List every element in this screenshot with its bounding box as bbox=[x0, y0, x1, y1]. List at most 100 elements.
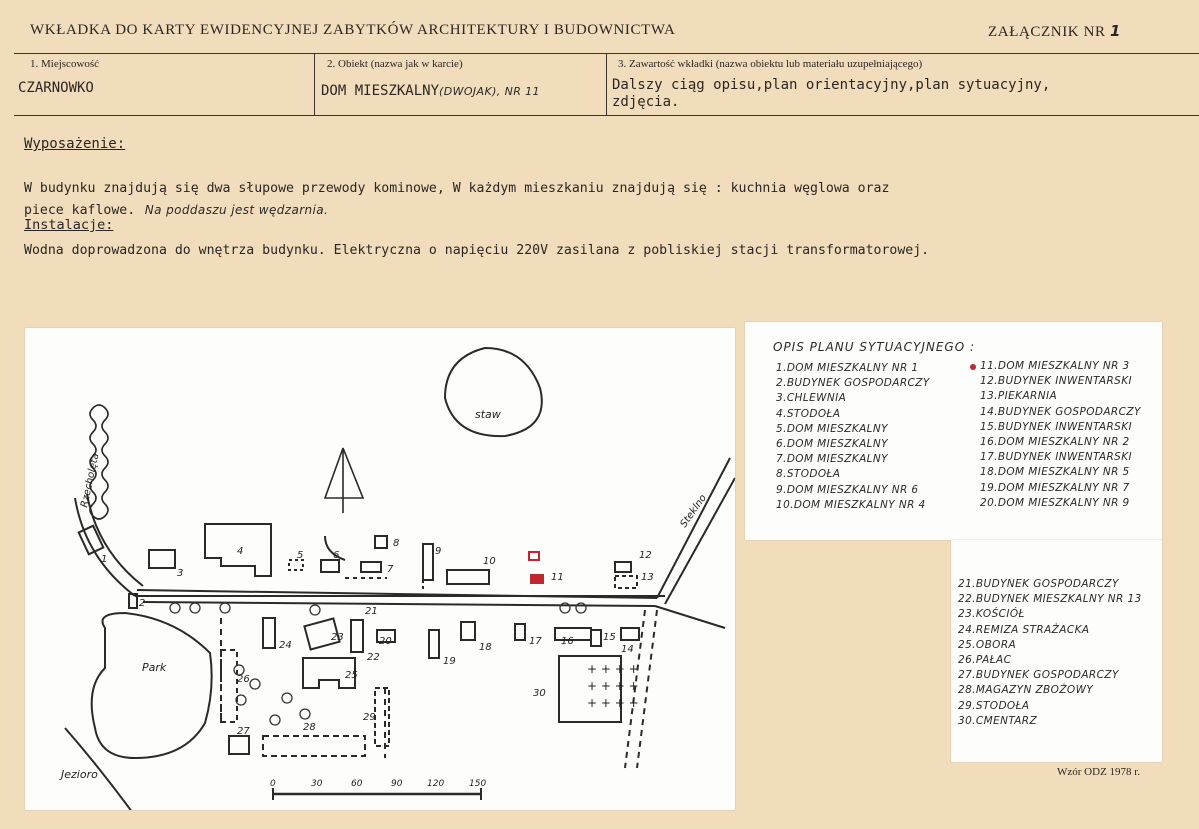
map-number-27: 27 bbox=[237, 726, 250, 737]
map-number-13: 13 bbox=[641, 572, 654, 583]
map-number-7: 7 bbox=[387, 564, 394, 575]
field-contents-line1: Dalszy ciąg opisu,plan orientacyjny,plan… bbox=[612, 77, 1051, 93]
road-left-outer bbox=[74, 497, 136, 597]
legend-item: 2.BUDYNEK GOSPODARCZY bbox=[776, 377, 930, 390]
highlighted-building-11 bbox=[530, 574, 544, 584]
equipment-line2-typed: piece kaflowe. bbox=[24, 203, 136, 218]
legend-item: 7.DOM MIESZKALNY bbox=[776, 453, 888, 466]
scale-0: 0 bbox=[270, 779, 276, 789]
legend-item: 1.DOM MIESZKALNY NR 1 bbox=[776, 362, 919, 374]
field-object-typed: DOM MIESZKALNY bbox=[321, 83, 440, 99]
legend-item: 25.OBORA bbox=[958, 638, 1017, 651]
label-road-right: Steklno bbox=[678, 493, 708, 530]
svg-text:+ + + +: + + + + bbox=[587, 662, 639, 676]
legend-item: 26.PAŁAC bbox=[958, 654, 1012, 666]
map-number-17: 17 bbox=[529, 636, 542, 647]
label-road-left: Rzecholęta bbox=[79, 452, 101, 508]
equipment-line2-handwritten: Na poddaszu jest wędzarnia. bbox=[144, 203, 329, 217]
map-number-16: 16 bbox=[561, 636, 574, 647]
legend-item: 29.STODOŁA bbox=[958, 699, 1030, 712]
legend-item: 11.DOM MIESZKALNY NR 3 bbox=[980, 360, 1130, 372]
map-number-9: 9 bbox=[435, 546, 441, 557]
map-number-3: 3 bbox=[177, 568, 183, 579]
map-number-18: 18 bbox=[479, 642, 492, 653]
park-outline bbox=[90, 611, 213, 760]
legend-item: 23.KOŚCIÓŁ bbox=[958, 608, 1025, 621]
legend-item: 10.DOM MIESZKALNY NR 4 bbox=[776, 498, 926, 511]
legend-sheet-top bbox=[745, 322, 1162, 540]
map-number-28: 28 bbox=[303, 722, 316, 733]
scale-60: 60 bbox=[351, 779, 363, 789]
map-number-30: 30 bbox=[533, 688, 546, 699]
attachment-number: 1 bbox=[1109, 22, 1122, 40]
field-locality-label: 1. Miejscowość bbox=[30, 58, 100, 70]
map-number-10: 10 bbox=[483, 556, 496, 567]
label-lake: Jezioro bbox=[59, 768, 98, 781]
column-divider-1 bbox=[314, 53, 315, 115]
map-number-4: 4 bbox=[237, 546, 243, 557]
legend-item: 28.MAGAZYN ZBOŻOWY bbox=[958, 684, 1094, 697]
legend-item: 22.BUDYNEK MIESZKALNY NR 13 bbox=[958, 593, 1142, 606]
form-version: Wzór ODZ 1978 r. bbox=[1057, 766, 1141, 778]
road-left-inner bbox=[86, 493, 144, 587]
legend-item: 18.DOM MIESZKALNY NR 5 bbox=[980, 466, 1130, 479]
legend-item: 6.DOM MIESZKALNY bbox=[776, 438, 888, 450]
legend-sheet-bottom bbox=[951, 540, 1162, 762]
map-number-22: 22 bbox=[367, 652, 380, 663]
map-number-11: 11 bbox=[551, 572, 564, 583]
legend-marker-dot bbox=[970, 364, 976, 370]
scale-30: 30 bbox=[311, 779, 323, 789]
pond bbox=[443, 346, 543, 438]
attachment-text: ZAŁĄCZNIK NR bbox=[988, 24, 1106, 40]
heading-equipment: Wyposażenie: bbox=[24, 136, 126, 152]
map-number-19: 19 bbox=[443, 656, 456, 667]
legend-item: 9.DOM MIESZKALNY NR 6 bbox=[776, 483, 919, 496]
map-number-26: 26 bbox=[237, 674, 250, 685]
legend-item: 19.DOM MIESZKALNY NR 7 bbox=[980, 481, 1130, 494]
map-number-20: 20 bbox=[379, 636, 392, 647]
legend-item: 12.BUDYNEK INWENTARSKI bbox=[980, 375, 1132, 388]
map-number-2: 2 bbox=[139, 598, 145, 609]
scale-90: 90 bbox=[391, 779, 403, 789]
label-pond: staw bbox=[475, 408, 501, 421]
form-title: WKŁADKA DO KARTY EWIDENCYJNEJ ZABYTKÓW A… bbox=[30, 22, 676, 38]
attachment-label: ZAŁĄCZNIK NR 1 bbox=[988, 22, 1121, 41]
legend-item: 20.DOM MIESZKALNY NR 9 bbox=[980, 496, 1130, 509]
field-object-value: DOM MIESZKALNY(DWOJAK), NR 11 bbox=[321, 80, 540, 99]
legend-item: 21.BUDYNEK GOSPODARCZY bbox=[958, 578, 1119, 590]
legend-item: 30.CMENTARZ bbox=[958, 714, 1038, 727]
map-number-29: 29 bbox=[363, 712, 376, 723]
equipment-line1: W budynku znajdują się dwa słupowe przew… bbox=[24, 181, 890, 196]
equipment-line2: piece kaflowe. Na poddaszu jest wędzarni… bbox=[24, 199, 328, 218]
svg-text:+ + + +: + + + + bbox=[587, 696, 639, 710]
field-contents-label: 3. Zawartość wkładki (nazwa obiektu lub … bbox=[618, 58, 923, 70]
north-arrow bbox=[323, 447, 365, 513]
legend-item: 13.PIEKARNIA bbox=[980, 390, 1058, 403]
label-park: Park bbox=[142, 661, 167, 674]
field-object-handwritten: (DWOJAK), NR 11 bbox=[439, 85, 540, 98]
legend-item: 16.DOM MIESZKALNY NR 2 bbox=[980, 436, 1130, 448]
map-number-5: 5 bbox=[297, 550, 303, 561]
map-number-6: 6 bbox=[333, 550, 339, 561]
legend-item: 15.BUDYNEK INWENTARSKI bbox=[980, 420, 1132, 433]
map-number-8: 8 bbox=[393, 538, 399, 549]
legend-item: 8.STODOŁA bbox=[776, 468, 841, 481]
main-road bbox=[64, 727, 136, 817]
legend-title: OPIS PLANU SYTUACYJNEGO : bbox=[773, 340, 976, 354]
map-number-25: 25 bbox=[345, 670, 358, 681]
road-right bbox=[656, 457, 731, 599]
map-number-21: 21 bbox=[365, 606, 378, 617]
map-number-12: 12 bbox=[639, 550, 652, 561]
installations-text: Wodna doprowadzona do wnętrza budynku. E… bbox=[24, 243, 930, 258]
map-number-14: 14 bbox=[621, 644, 634, 655]
legend-item: 14.BUDYNEK GOSPODARCZY bbox=[980, 405, 1141, 418]
map-number-15: 15 bbox=[603, 632, 616, 643]
svg-text:+ + + +: + + + + bbox=[587, 679, 639, 693]
map-number-24: 24 bbox=[279, 640, 292, 651]
scale-150: 150 bbox=[469, 779, 486, 789]
field-object-label: 2. Obiekt (nazwa jak w karcie) bbox=[327, 58, 463, 70]
site-plan-sheet: + + + + + + + + + + + + staw Park Jezior… bbox=[25, 328, 736, 817]
field-contents-line2: zdjęcia. bbox=[612, 94, 680, 110]
legend-item: 17.BUDYNEK INWENTARSKI bbox=[980, 451, 1132, 464]
legend-item: 4.STODOŁA bbox=[776, 407, 841, 420]
